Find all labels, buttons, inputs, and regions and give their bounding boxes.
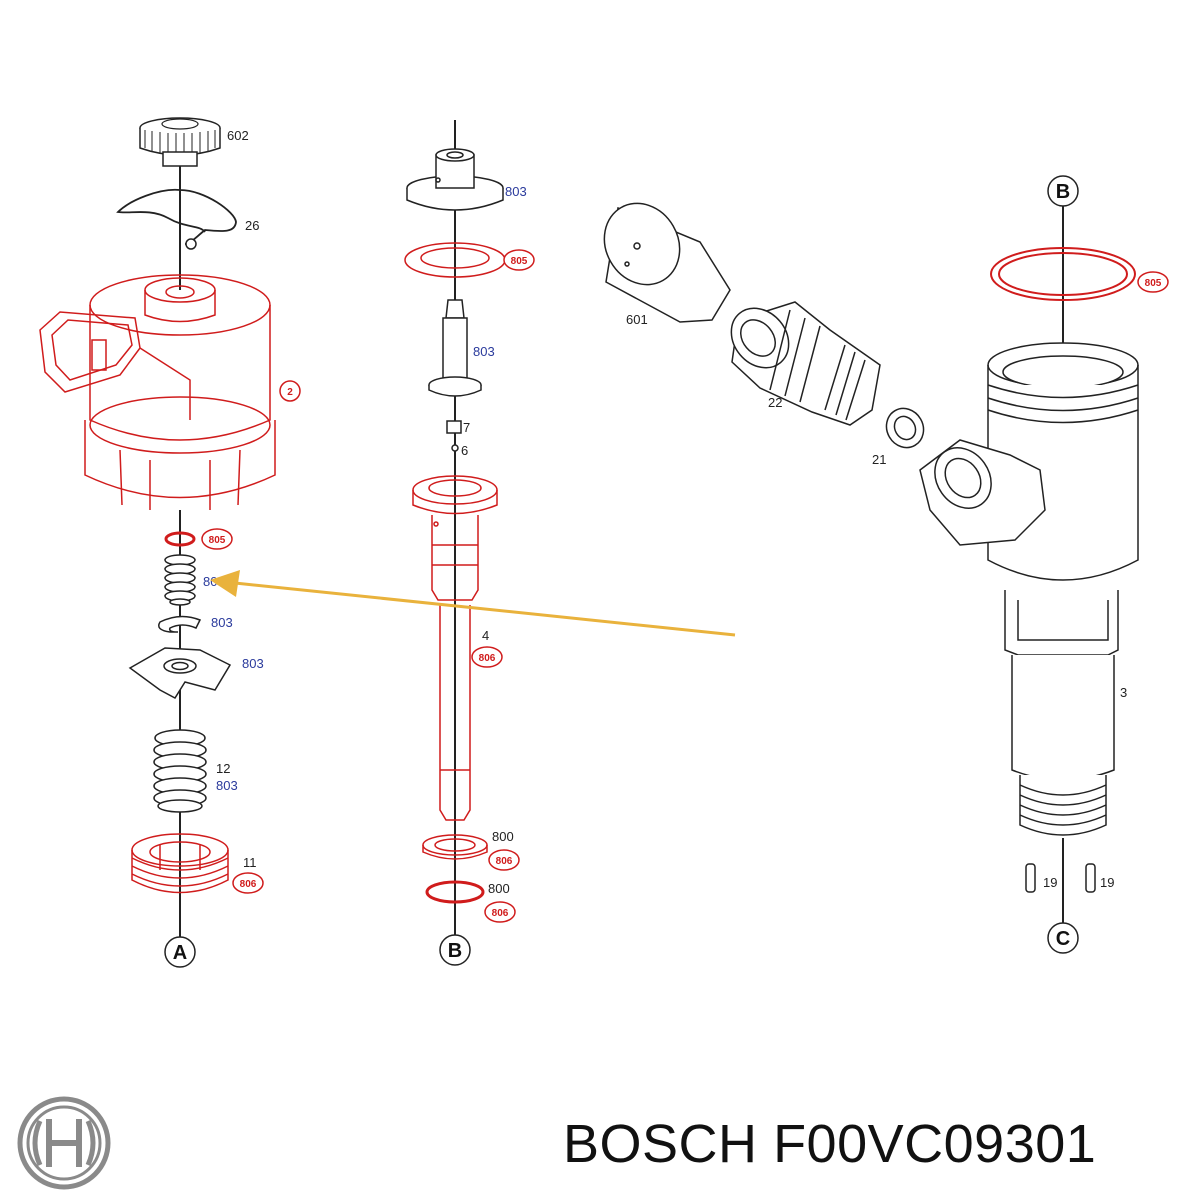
label-2: 2 [287, 387, 293, 398]
section-marker-c [1047, 922, 1079, 954]
label-800-a: 800 [492, 829, 514, 844]
section-marker-b-label: B [448, 940, 462, 962]
part-803-armature [428, 299, 482, 397]
part-4-valve-body [412, 475, 498, 821]
label-12: 12 [216, 761, 230, 776]
label-602: 602 [227, 128, 249, 143]
part-805-ring-a [164, 531, 196, 547]
label-601: 601 [626, 312, 648, 327]
section-marker-a [164, 936, 196, 968]
part-22-fitting [730, 301, 881, 426]
label-11: 11 [243, 855, 257, 870]
part-602-cap [139, 117, 221, 167]
section-marker-b-right [1047, 175, 1079, 207]
part-21-washer [885, 407, 925, 449]
injector-body-assembly: 601 22 21 805 3 19 19 B C [603, 175, 1169, 954]
label-803-spring2: 803 [216, 778, 238, 793]
product-title: BOSCH F00VC09301 [563, 1113, 1193, 1175]
part-number: F00VC09301 [773, 1114, 1097, 1174]
label-21: 21 [872, 452, 886, 467]
part-6 [451, 444, 459, 452]
label-4: 4 [482, 628, 489, 643]
label-7: 7 [463, 420, 470, 435]
highlight-arrow [210, 570, 736, 637]
part-805-big-ring [990, 247, 1136, 301]
part-601-cap [603, 202, 731, 323]
section-marker-a-label: A [173, 942, 187, 964]
section-marker-c-label: C [1056, 928, 1070, 950]
label-800-b: 800 [488, 881, 510, 896]
label-803-valve: 803 [473, 344, 495, 359]
label-803-shim: 803 [211, 615, 233, 630]
part-3-injector-body [919, 342, 1139, 836]
part-12-spring [153, 729, 207, 813]
part-803-small-spring [164, 554, 196, 606]
label-3: 3 [1120, 685, 1127, 700]
part-11-nut [131, 833, 229, 894]
label-806-a: 806 [496, 856, 513, 867]
label-806-b: 806 [492, 908, 509, 919]
label-803-plate: 803 [242, 656, 264, 671]
part-803-plate [128, 647, 232, 699]
label-806-nut: 806 [240, 879, 257, 890]
brand-name: BOSCH [563, 1114, 758, 1174]
label-6: 6 [461, 443, 468, 458]
label-803-top: 803 [505, 184, 527, 199]
section-marker-b-right-label: B [1056, 181, 1070, 203]
label-26: 26 [245, 218, 259, 233]
label-22: 22 [768, 395, 782, 410]
label-19-a: 19 [1043, 875, 1057, 890]
part-19-pins [1025, 863, 1096, 893]
column-b: 803 805 803 7 6 4 806 800 806 800 806 B [404, 120, 535, 966]
label-806-nozzle: 806 [479, 653, 496, 664]
part-7 [446, 420, 462, 434]
part-803-valve-seat [406, 148, 504, 211]
bosch-logo-icon [17, 1096, 111, 1190]
label-80-spring: 80 [203, 574, 217, 589]
part-803-shim [158, 615, 202, 633]
label-805-a: 805 [209, 535, 226, 546]
section-marker-b [439, 934, 471, 966]
part-26-clip [116, 188, 237, 245]
column-a: 602 26 2 805 80 803 803 12 803 11 806 A [39, 117, 301, 968]
label-19-b: 19 [1100, 875, 1114, 890]
part-800-ring-b [425, 880, 485, 904]
part-2-solenoid-body [39, 274, 276, 510]
part-800-ring-a [422, 834, 488, 860]
label-805-big: 805 [1145, 278, 1162, 289]
label-805-ring: 805 [511, 256, 528, 267]
